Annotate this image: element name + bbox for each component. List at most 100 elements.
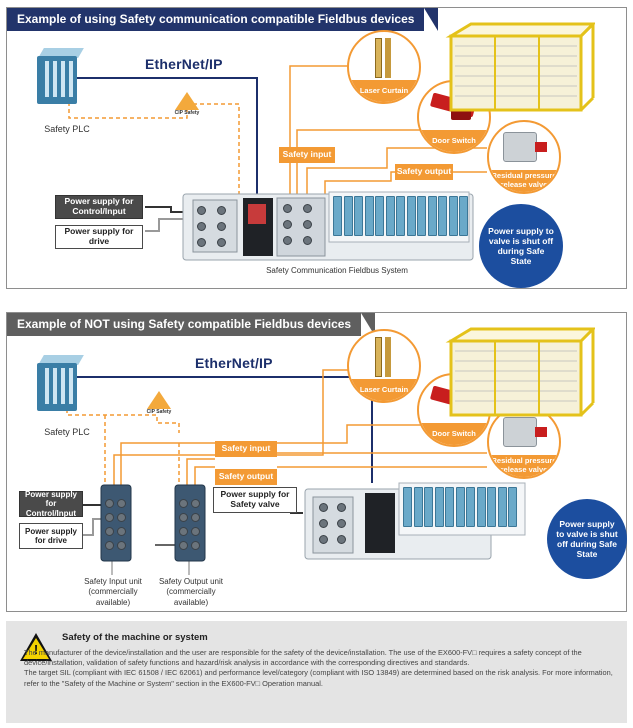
connector-port [105,513,114,522]
safety-input-label: Safety input [215,441,277,457]
connector-port [179,541,188,550]
shutoff-note: Power supply to valve is shut off during… [479,204,563,288]
input-unit-label: Safety Input unit (commercially availabl… [84,577,142,607]
connector-port [337,503,346,512]
panel-title: Example of NOT using Safety compatible F… [7,313,376,336]
laser-curtain-icon [375,38,382,78]
valve-block [343,196,353,236]
connector-port [217,206,226,215]
safety-output-label: Safety output [395,164,453,180]
connector-port [303,204,312,213]
connector-port [191,499,200,508]
valve-block [438,196,447,236]
connector-port [179,527,188,536]
connector-port [283,220,292,229]
residual-valve-icon [503,132,537,162]
warning-title: Safety of the machine or system [62,632,208,643]
valve-block [354,196,363,236]
ps-safety-valve: Power supply for Safety valve [213,487,297,513]
connector-port [303,236,312,245]
valve-block [434,487,444,527]
valve-block [459,196,468,236]
connector-port [337,535,346,544]
output-unit-label: Safety Output unit (commercially availab… [158,577,224,607]
connector-port [197,222,206,231]
safety-plc-icon [37,355,84,411]
safety-cage-icon [445,22,597,114]
valve-block [466,487,475,527]
connector-port [179,513,188,522]
laser-curtain-circle: Laser Curtain [347,30,421,104]
valve-block [403,487,412,527]
connector-port [319,535,328,544]
cage-graphic [445,22,597,112]
valve-block [364,196,374,236]
valve-block [417,196,426,236]
valve-block [445,487,454,527]
residual-valve-circle: Residual pressure release valve [487,405,561,479]
connector-port [105,499,114,508]
cip-safety-badge: CIP Safety [175,92,199,116]
valve-block [375,196,384,236]
connector-port [117,527,126,536]
ps-drive: Power supply for drive [19,523,83,549]
connector-port [283,204,292,213]
connector-port [283,236,292,245]
valve-block [406,196,416,236]
non-safety-fieldbus-panel: Example of NOT using Safety compatible F… [6,312,627,612]
cage-graphic [445,327,597,417]
safety-warning-box: ! Safety of the machine or system The ma… [6,621,627,723]
connector-port [191,527,200,536]
residual-valve-icon [503,417,537,447]
ps-control-input: Power supply for Control/Input [55,195,143,219]
valve-block [413,487,423,527]
connector-port [217,222,226,231]
connector-port [117,513,126,522]
connector-port [319,519,328,528]
connector-port [303,220,312,229]
connector-port [191,513,200,522]
connector-port [217,238,226,247]
ethernet-ip-logo: EtherNet/IP [145,56,223,72]
safety-fieldbus-panel: Example of using Safety communication co… [6,7,627,289]
valve-block [396,196,405,236]
safety-output-label: Safety output [215,469,277,485]
safety-input-label: Safety input [279,147,335,163]
valve-block [385,196,395,236]
connector-port [319,503,328,512]
connector-port [117,541,126,550]
connector-port [179,499,188,508]
residual-valve-circle: Residual pressure release valve [487,120,561,194]
valve-block [455,487,465,527]
cip-safety-badge: CIP Safety [147,391,171,415]
shutoff-note: Power supply to valve is shut off during… [547,499,627,579]
connector-port [105,527,114,536]
valve-block [424,487,433,527]
warning-text: The manufacturer of the device/installat… [24,648,619,689]
valve-block [448,196,458,236]
laser-curtain-circle: Laser Curtain [347,329,421,403]
ps-drive: Power supply for drive [55,225,143,249]
valve-block [333,196,342,236]
valve-block [427,196,437,236]
ps-control-input: Power supply for Control/Input [19,490,83,518]
valve-block [497,487,507,527]
connector-port [337,519,346,528]
valve-block [476,487,486,527]
valve-block [508,487,517,527]
panel-title: Example of using Safety communication co… [7,8,439,31]
connector-port [197,206,206,215]
safety-plc-icon [37,48,84,104]
plc-label: Safety PLC [44,427,90,437]
valve-block [487,487,496,527]
connector-port [197,238,206,247]
connector-port [191,541,200,550]
connector-port [105,541,114,550]
warning-paragraph-2: The target SIL (compliant with IEC 61508… [24,668,613,688]
warning-paragraph-1: The manufacturer of the device/installat… [24,648,582,668]
ethernet-ip-logo: EtherNet/IP [195,355,273,371]
safety-cage-icon [445,327,597,419]
connector-port [117,499,126,508]
plc-label: Safety PLC [44,124,90,134]
system-label: Safety Communication Fieldbus System [266,266,408,275]
